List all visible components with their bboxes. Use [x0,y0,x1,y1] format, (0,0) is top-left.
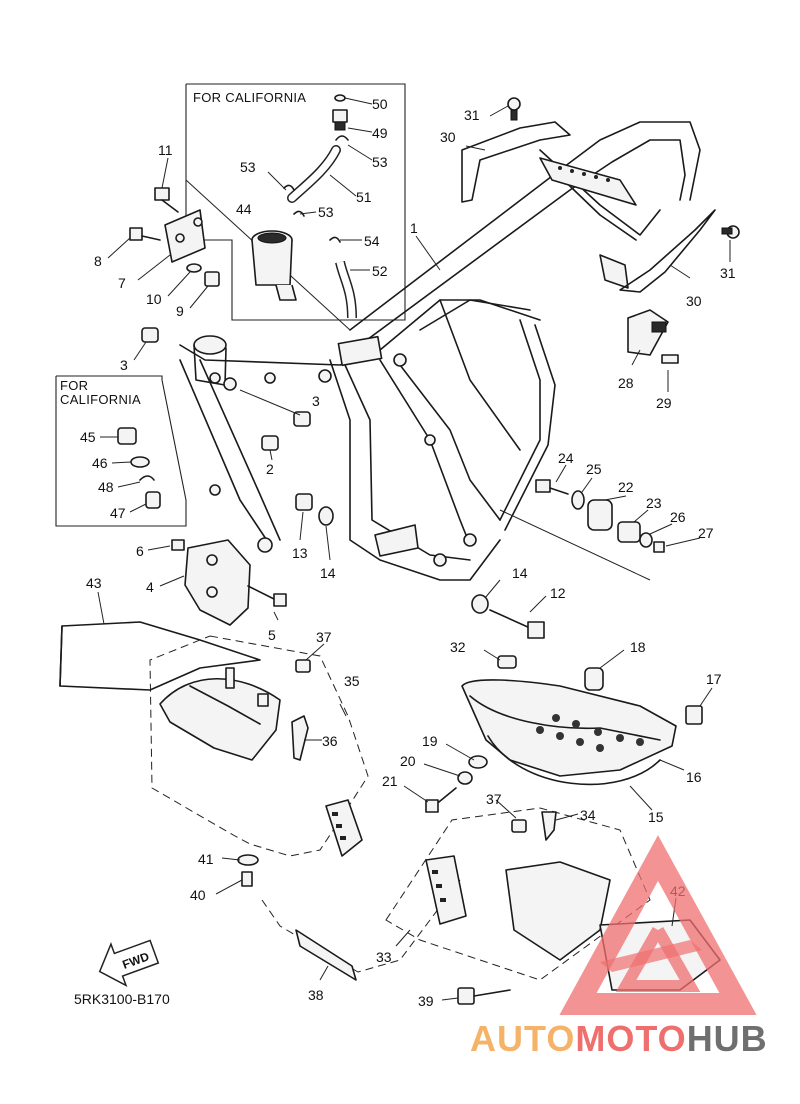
callout-35: 35 [344,673,360,689]
callout-1: 1 [410,220,418,236]
callout-23: 23 [646,495,662,511]
callout-46: 46 [92,455,108,471]
callout-29: 29 [656,395,672,411]
watermark-logo-icon [559,835,757,1015]
callout-37: 37 [486,791,502,807]
callout-14: 14 [320,565,336,581]
california-inset-top: FOR CALIFORNIA 50 [185,83,406,331]
callout-30: 30 [686,293,702,309]
callout-31: 31 [464,107,480,123]
callout-44: 44 [236,201,252,217]
rear-engine-mount [535,479,665,553]
callout-5: 5 [268,627,276,643]
callout-53: 53 [372,154,388,170]
evap-parts [251,94,357,319]
callout-54: 54 [364,233,380,249]
part-code: 5RK3100-B170 [74,991,170,1007]
callout-37: 37 [316,629,332,645]
callout-53: 53 [318,204,334,220]
callout-8: 8 [94,253,102,269]
callout-32: 32 [450,639,466,655]
inset-top-label: FOR CALIFORNIA [193,90,306,105]
callout-47: 47 [110,505,126,521]
callout-33: 33 [376,949,392,965]
engine-bracket-front [129,187,220,287]
callout-3: 3 [312,393,320,409]
callout-36: 36 [322,733,338,749]
callout-39: 39 [418,993,434,1009]
main-frame [179,121,716,581]
callout-10: 10 [146,291,162,307]
callout-40: 40 [190,887,206,903]
callout-18: 18 [630,639,646,655]
fwd-arrow: FWD [98,939,160,987]
callout-15: 15 [648,809,664,825]
callout-52: 52 [372,263,388,279]
skid-plate [425,655,703,813]
side-cover-right [385,807,721,1005]
california-inset-left: FOR CALIFORNIA 45 46 48 47 [55,375,187,527]
callout-22: 22 [618,479,634,495]
watermark-auto: AUTO [470,1018,576,1059]
engine-bracket-lower [171,539,287,626]
callout-20: 20 [400,753,416,769]
callout-11: 11 [158,142,173,158]
callout-6: 6 [136,543,144,559]
callout-2: 2 [266,461,274,477]
callout-31: 31 [720,265,736,281]
callout-38: 38 [308,987,324,1003]
callout-17: 17 [706,671,722,687]
callout-28: 28 [618,375,634,391]
callout-24: 24 [558,450,574,466]
callout-21: 21 [382,773,398,789]
callout-25: 25 [586,461,602,477]
watermark-moto: MOTO [575,1018,687,1059]
callout-48: 48 [98,479,114,495]
callout-43: 43 [86,575,102,591]
callout-14: 14 [512,565,528,581]
callout-50: 50 [372,96,388,112]
side-cover-left [149,635,461,981]
callout-7: 7 [118,275,126,291]
callout-34: 34 [580,807,596,823]
callout-19: 19 [422,733,438,749]
callout-51: 51 [356,189,372,205]
callout-13: 13 [292,545,308,561]
callout-27: 27 [698,525,714,541]
callout-53: 53 [240,159,256,175]
watermark-text: AUTOMOTOHUB [470,1018,790,1068]
callout-3: 3 [120,357,128,373]
watermark-hub: HUB [686,1018,768,1059]
inset-left-label-2: CALIFORNIA [60,392,141,407]
callout-9: 9 [176,303,184,319]
callout-45: 45 [80,429,96,445]
callout-49: 49 [372,125,388,141]
rear-fender [59,621,261,691]
callout-4: 4 [146,579,154,595]
callout-41: 41 [198,851,214,867]
inset-left-label-1: FOR [60,378,88,393]
callout-12: 12 [550,585,566,601]
callout-16: 16 [686,769,702,785]
callout-30: 30 [440,129,456,145]
callout-26: 26 [670,509,686,525]
